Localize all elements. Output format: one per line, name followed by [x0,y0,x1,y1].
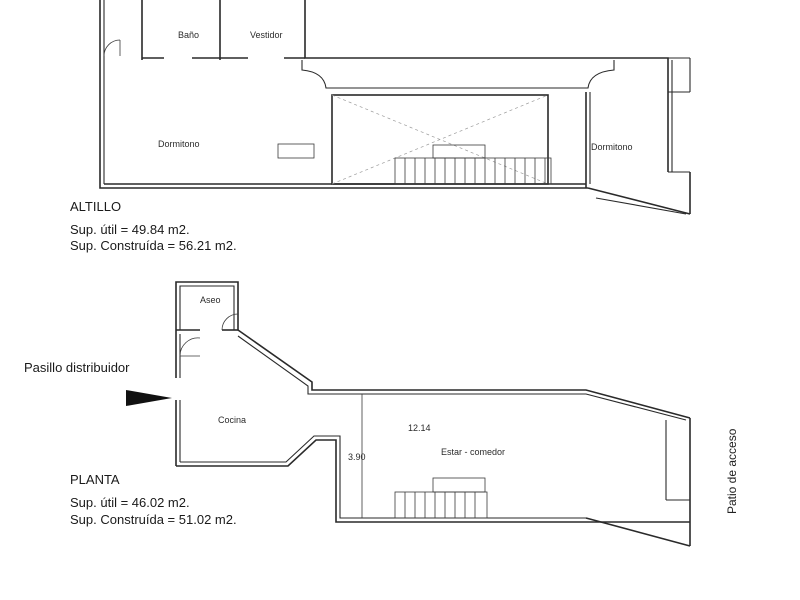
room-label-estar: Estar - comedor [441,447,505,457]
altillo-furniture [277,143,315,159]
dimension-length: 12.14 [408,423,431,433]
planta-plan: Aseo Cocina Estar - comedor 12.14 3.90 [126,281,691,547]
room-label-bano: Baño [178,30,199,40]
planta-sup-construida: Sup. Construída = 51.02 m2. [70,512,237,527]
room-label-dormitorio-right: Dormitono [591,142,633,152]
room-label-vestidor: Vestidor [250,30,283,40]
altillo-stair [394,144,552,185]
altillo-sup-util: Sup. útil = 49.84 m2. [70,222,190,237]
room-label-dormitorio-left: Dormitono [158,139,200,149]
altillo-plan: Baño Vestidor Dormitono Dormitono [99,0,691,215]
planta-stair [394,477,488,519]
entry-arrow-icon [126,390,172,406]
altillo-title: ALTILLO [70,199,121,214]
planta-title: PLANTA [70,472,120,487]
dimension-height: 3.90 [348,452,366,462]
room-label-aseo: Aseo [200,295,221,305]
pasillo-label: Pasillo distribuidor [24,360,130,375]
patio-label: Patio de acceso [725,428,739,514]
planta-sup-util: Sup. útil = 46.02 m2. [70,495,190,510]
room-label-cocina: Cocina [218,415,246,425]
altillo-sup-construida: Sup. Construída = 56.21 m2. [70,238,237,253]
